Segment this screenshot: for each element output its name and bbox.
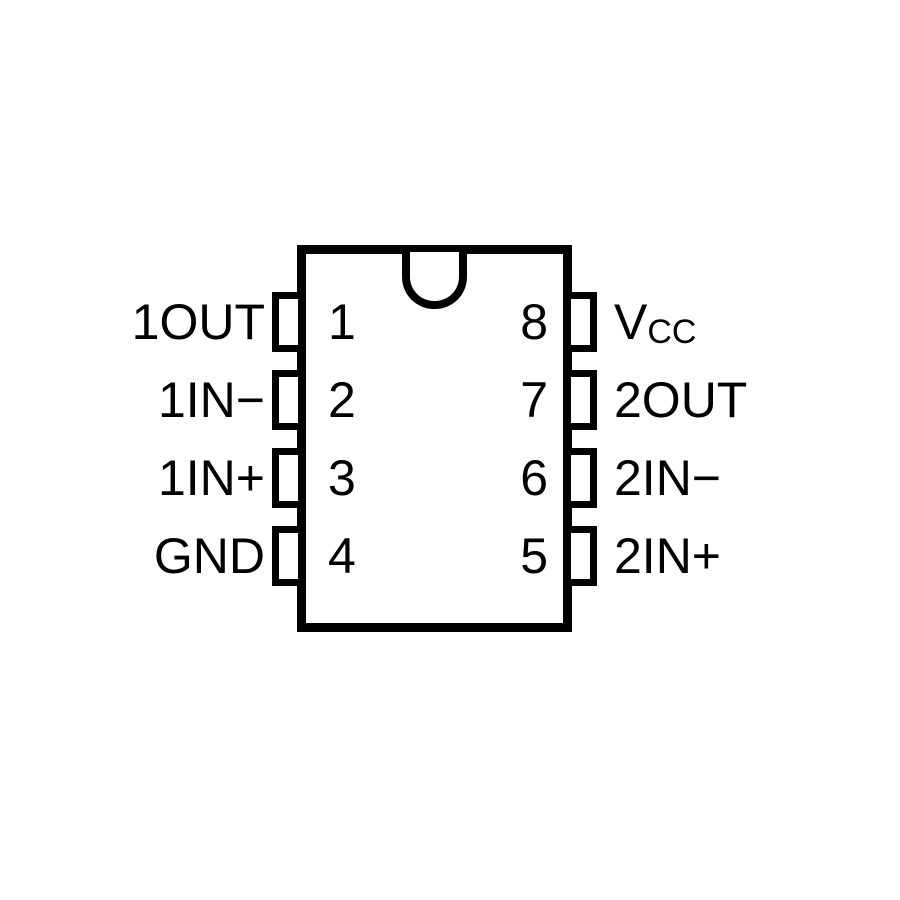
pin-4-lead xyxy=(272,526,305,586)
pin-6-label: 2IN− xyxy=(614,450,722,506)
pin-8-lead xyxy=(564,292,597,352)
vcc-subscript: CC xyxy=(647,313,697,351)
pin-2-label: 1IN− xyxy=(157,372,265,428)
pin-7-number: 7 xyxy=(520,372,548,428)
pin-2-lead xyxy=(272,370,305,430)
pin-3-label: 1IN+ xyxy=(157,450,265,506)
pin-7-label: 2OUT xyxy=(614,372,748,428)
pin-8-label: VCC xyxy=(614,291,884,353)
pin1-index-notch xyxy=(402,252,467,309)
pin-1-label: 1OUT xyxy=(131,294,265,350)
pin-4-number: 4 xyxy=(328,528,356,584)
pin-3-number: 3 xyxy=(328,450,356,506)
pin-5-lead xyxy=(564,526,597,586)
pin-4-label: GND xyxy=(153,528,265,584)
ic-package-body xyxy=(297,245,572,632)
pin-3-lead xyxy=(272,448,305,508)
pin-5-number: 5 xyxy=(520,528,548,584)
vcc-main: V xyxy=(614,294,648,350)
pin-8-number: 8 xyxy=(520,294,548,350)
pin-7-lead xyxy=(564,370,597,430)
pin-1-number: 1 xyxy=(328,294,356,350)
pin-2-number: 2 xyxy=(328,372,356,428)
pin-1-lead xyxy=(272,292,305,352)
pin-6-lead xyxy=(564,448,597,508)
pin-5-label: 2IN+ xyxy=(614,528,722,584)
pin-6-number: 6 xyxy=(520,450,548,506)
